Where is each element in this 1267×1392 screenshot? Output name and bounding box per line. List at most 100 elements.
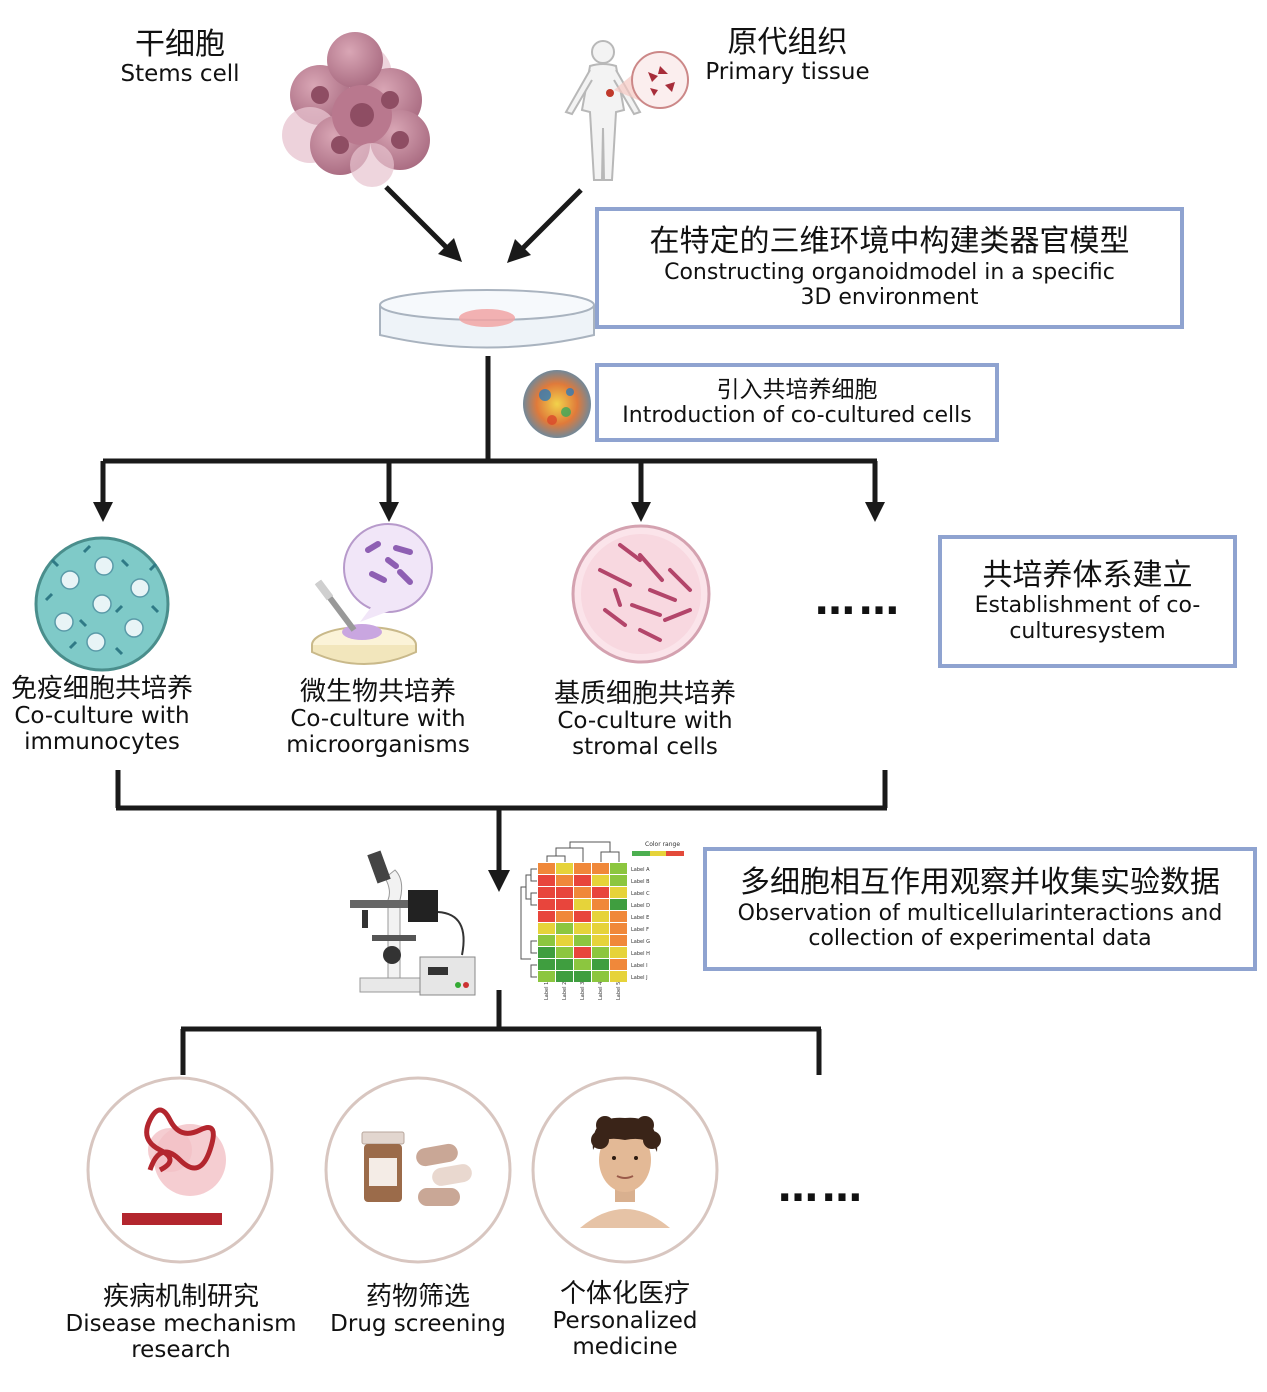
construct-step-en-line2: 3D environment [800, 285, 979, 311]
heatmap-cell [574, 935, 591, 946]
heatmap-cell [556, 887, 573, 898]
heatmap-cell [538, 935, 555, 946]
heatmap-cell [610, 959, 627, 970]
heatmap-cell [538, 875, 555, 886]
heatmap-cell [556, 911, 573, 922]
human-figure-icon [564, 40, 642, 181]
application-personalized-zh: 个体化医疗 [559, 1279, 690, 1309]
primary-tissue-label: 原代组织 Primary tissue [690, 26, 885, 85]
application-disease-label: 疾病机制研究 Disease mechanism research [50, 1282, 312, 1364]
heatmap-row-labels: Label A Label B Label C Label D Label E Label… [631, 867, 650, 981]
heatmap-cell [538, 911, 555, 922]
heatmap-cell [610, 923, 627, 934]
stem-cell-label: 干细胞 Stems cell [100, 28, 260, 87]
introduce-step-en: Introduction of co-cultured cells [622, 403, 972, 429]
coculture-immunocytes-zh: 免疫细胞共培养 [10, 674, 193, 704]
heatmap-color-title: Color range [645, 841, 680, 848]
heatmap-cell [556, 875, 573, 886]
heatmap-cell [538, 887, 555, 898]
heatmap-cell [574, 911, 591, 922]
application-ellipsis: …… [778, 1165, 866, 1211]
heatmap-cell [556, 923, 573, 934]
heatmap-cell [592, 863, 609, 874]
heatmap-cell [574, 971, 591, 982]
observe-step-en-line2: collection of experimental data [808, 926, 1152, 952]
heatmap-cell [538, 959, 555, 970]
construct-step-box: 在特定的三维环境中构建类器官模型 Constructing organoidmo… [595, 207, 1184, 329]
heatmap-cell [610, 935, 627, 946]
heatmap-dendrogram-top [546, 841, 620, 862]
heatmap-cell [592, 899, 609, 910]
heatmap-cell [538, 899, 555, 910]
heatmap-cell [592, 875, 609, 886]
heatmap-cell [574, 959, 591, 970]
arrow-tissue-to-dish [507, 188, 583, 263]
heatmap-cell [610, 863, 627, 874]
heatmap-cell [538, 971, 555, 982]
heatmap-col-labels: Label 1 Label 2 Label 3 Label 4 Label 5 [544, 982, 622, 1000]
heatmap-row-label: Label C [631, 891, 650, 897]
heatmap-cell [592, 911, 609, 922]
coculture-stromal-en-line1: Co-culture with [557, 708, 733, 735]
heatmap-col-label: Label 4 [598, 982, 604, 1000]
heatmap-cell [592, 959, 609, 970]
heatmap-row-label: Label B [631, 879, 650, 885]
heatmap-cell [610, 875, 627, 886]
heatmap-cell [592, 971, 609, 982]
heatmap-cell [610, 911, 627, 922]
heatmap-row-label: Label F [631, 927, 649, 933]
heatmap-row-label: Label G [631, 939, 650, 945]
coculture-microorganisms-label: 微生物共培养 Co-culture with microorganisms [268, 677, 488, 759]
introduce-step-box: 引入共培养细胞 Introduction of co-cultured cell… [595, 363, 999, 442]
application-drug-en-line1: Drug screening [330, 1311, 506, 1338]
coculture-microorganisms-en-line1: Co-culture with [290, 706, 466, 733]
heatmap-cell [538, 863, 555, 874]
heatmap-cell [592, 887, 609, 898]
heatmap-cell [556, 935, 573, 946]
application-drug-label: 药物筛选 Drug screening [318, 1282, 518, 1338]
observe-step-zh: 多细胞相互作用观察并收集实验数据 [740, 865, 1220, 901]
construct-step-en-line1: Constructing organoidmodel in a specific [664, 259, 1115, 285]
establish-step-en-line2: culturesystem [1009, 618, 1166, 644]
heatmap-cell [574, 899, 591, 910]
drug-screening-icon [324, 1076, 512, 1264]
application-disease-en-line1: Disease mechanism [65, 1311, 297, 1338]
application-disease-en-line2: research [131, 1336, 231, 1363]
primary-tissue-icon [606, 51, 689, 109]
coculture-ellipsis: …… [815, 578, 903, 624]
heatmap-col-label: Label 3 [580, 982, 586, 1000]
stem-cell-zh: 干细胞 [135, 27, 225, 62]
heatmap-row-label: Label D [631, 903, 650, 909]
stromal-cell-dish-icon [571, 524, 711, 664]
heatmap-row-label: Label A [631, 867, 650, 873]
heatmap-cell [574, 947, 591, 958]
heatmap-cell [574, 923, 591, 934]
coculture-immunocytes-en-line2: immunocytes [24, 728, 180, 755]
organoid-icon [523, 370, 591, 438]
establish-step-en-line1: Establishment of co- [974, 593, 1201, 619]
stem-cell-en: Stems cell [120, 60, 240, 87]
establish-step-box: 共培养体系建立 Establishment of co- culturesyst… [938, 535, 1237, 668]
heatmap-col-label: Label 1 [544, 982, 550, 1000]
construct-step-zh: 在特定的三维环境中构建类器官模型 [649, 224, 1130, 260]
introduce-step-zh: 引入共培养细胞 [716, 376, 878, 403]
heatmap-cell [556, 899, 573, 910]
microorganism-culture-icon [311, 523, 433, 665]
branch-lines-top [100, 356, 878, 502]
heatmap-cell [556, 971, 573, 982]
heatmap-col-label: Label 5 [616, 982, 622, 1000]
microscope-icon [350, 850, 476, 996]
heatmap-col-label: Label 2 [562, 982, 568, 1000]
petri-dish-icon [379, 289, 595, 349]
heatmap-chart: Color range Label A Label B Label C Label D… [520, 841, 684, 1000]
heatmap-cell [574, 863, 591, 874]
heatmap-cells [538, 863, 627, 982]
heatmap-row-label: Label E [631, 915, 649, 921]
heatmap-cell [556, 959, 573, 970]
heatmap-cell [538, 923, 555, 934]
heatmap-cell [610, 971, 627, 982]
heatmap-cell [610, 947, 627, 958]
coculture-stromal-zh: 基质细胞共培养 [553, 679, 736, 709]
application-personalized-en-line2: medicine [572, 1333, 678, 1360]
